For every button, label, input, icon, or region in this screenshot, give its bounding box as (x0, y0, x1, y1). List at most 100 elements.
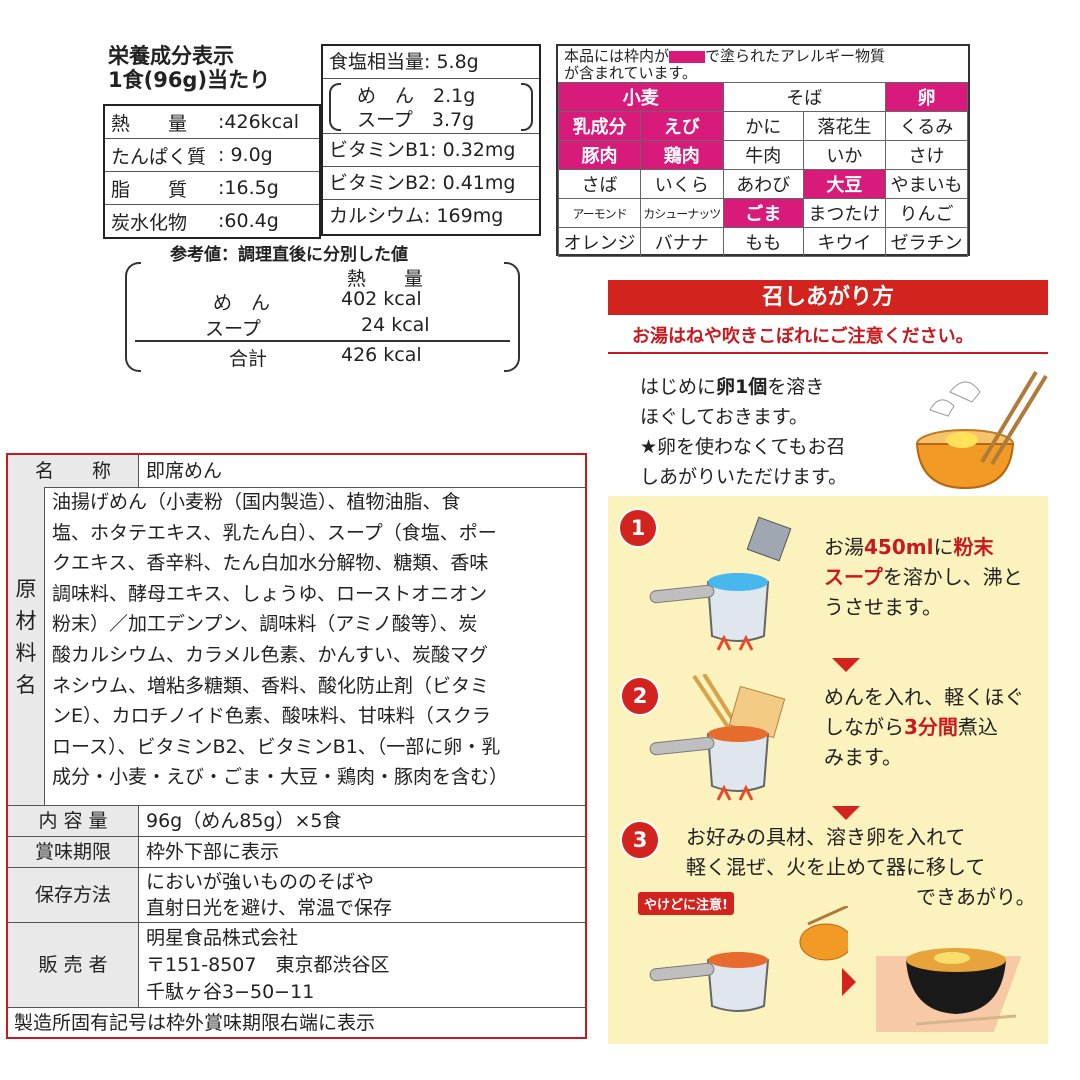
raw-label-char: 名 (15, 673, 37, 697)
allergen-row: 乳成分えびかに落花生くるみ (557, 111, 969, 141)
egg-bowl-illustration (915, 370, 1048, 490)
nutrition-value: :426kcal (218, 111, 300, 133)
step-2-badge: 2 (620, 676, 660, 716)
reference-box: 熱 量 め ん 402 kcal スープ 24 kcal 合計 426 kcal (125, 262, 520, 372)
ref-noodle-value: 402 kcal (341, 288, 422, 310)
raw-line: ンE）、カロチノイド色素、酸味料、甘味料（スクラ (52, 705, 491, 728)
pot-boiling-illustration (649, 516, 792, 651)
nutrition-title-line2: 1食(96g)当たり (108, 68, 271, 92)
egg-line1-c: を溶き (767, 376, 825, 398)
allergen-cell: えび (640, 111, 724, 141)
salt-breakdown: め ん 2.1g スープ 3.7g (323, 78, 539, 133)
storage-value: においが強いもののそばや 直射日光を避け、常温で保存 (146, 869, 392, 921)
pot-noodles-illustration (649, 674, 786, 801)
step-1-badge: 1 (618, 508, 658, 548)
allergen-row: アーモンドカシューナッツごままつたけりんご (557, 198, 969, 228)
allergen-intro-line2: が含まれています。 (564, 64, 698, 82)
raw-materials-label: 原 材 料 名 (8, 487, 45, 805)
allergen-cell: カシューナッツ (640, 198, 724, 228)
salt-row: 食塩相当量: 5.8g (329, 51, 479, 73)
raw-label-char: 原 (15, 577, 37, 601)
allergen-cell: やまいも (884, 169, 969, 199)
allergen-intro: 本品には枠内がで塗られたアレルギー物質 が含まれています。 (558, 46, 968, 86)
allergen-cell: アーモンド (557, 198, 642, 228)
raw-line: 塩、ホタテエキス、乳たん白）、スープ（食塩、ポー (52, 521, 497, 544)
allergen-cell: かに (722, 111, 804, 141)
seller-value: 明星食品株式会社 〒151-8507 東京都渋谷区 千駄ヶ谷3−50−11 (146, 925, 389, 1006)
allergen-cell: いか (802, 140, 886, 170)
step-1-l2b: を溶かし、沸と (882, 565, 1023, 589)
step-1-l1c: に (933, 535, 954, 559)
allergen-grid: 小麦そば卵乳成分えびかに落花生くるみ豚肉鶏肉牛肉いかさけさばいくらあわび大豆やま… (557, 82, 969, 257)
step-1-l1d: 粉末 (953, 535, 994, 559)
nutrition-row: 熱 量 :426kcal (104, 105, 320, 139)
nutrition-title-line1: 栄養成分表示 (108, 44, 234, 68)
raw-materials-text: 油揚げめん（小麦粉（国内製造）、植物油脂、食 塩、ホタテエキス、乳たん白）、スー… (52, 487, 582, 793)
allergen-cell: まつたけ (802, 198, 886, 228)
storage-line1: においが強いもののそばや (146, 871, 375, 893)
allergen-cell: 鶏肉 (640, 140, 724, 170)
nutrition-title: 栄養成分表示 1食(96g)当たり (108, 44, 270, 92)
manufacturer-code-note: 製造所固有記号は枠外賞味期限右端に表示 (14, 1012, 376, 1034)
step-1-l1b: 450ml (864, 535, 934, 559)
raw-label-char: 材 (15, 609, 37, 633)
raw-line: ロース）、ビタミンB2、ビタミンB1、（一部に卵・乳 (52, 735, 501, 758)
burn-warning-badge: やけどに注意! (638, 892, 734, 915)
allergen-row: 小麦そば卵 (558, 82, 969, 112)
step-1-l3: うさせます。 (824, 595, 942, 619)
step-3-badge: 3 (620, 820, 660, 860)
allergen-cell: 大豆 (802, 169, 886, 199)
nutrition-label: 炭水化物 (104, 204, 213, 238)
expiry-label: 賞味期限 (8, 837, 139, 867)
step-2-l2c: 煮込 (957, 715, 998, 739)
nutrition-row: 脂 質:16.5g (104, 171, 320, 205)
step-arrow (832, 658, 860, 672)
step-3-l3: できあがり。 (916, 885, 1036, 909)
step-2-l1: めんを入れ、軽くほぐ (824, 685, 1025, 709)
reference-title: 参考値：調理直後に分別した値 (170, 245, 408, 265)
allergen-cell: さば (557, 169, 642, 199)
allergen-cell: オレンジ (557, 227, 642, 257)
nutrition-value: :16.5g (212, 171, 320, 205)
raw-line: 油揚げめん（小麦粉（国内製造）、植物油脂、食 (52, 491, 461, 513)
name-label: 名 称 (8, 455, 139, 487)
allergen-cell: ゼラチン (884, 227, 969, 257)
nutrition-label: たんぱく質 (104, 138, 213, 172)
row-divider (8, 805, 585, 806)
allergen-cell: さけ (884, 140, 969, 170)
nutrition-table-sub: 食塩相当量: 5.8g め ん 2.1g スープ 3.7g ビタミンB1: 0.… (321, 44, 541, 236)
expiry-value: 枠外下部に表示 (146, 841, 280, 863)
allergen-row: さばいくらあわび大豆やまいも (557, 169, 969, 199)
content-label: 内 容 量 (8, 806, 139, 836)
allergen-cell: あわび (722, 169, 804, 199)
ref-total-label: 合計 (229, 348, 268, 370)
nutrition-row: たんぱく質: 9.0g (104, 138, 320, 172)
raw-line: 酸カルシウム、カラメル色素、かんすい、炭酸マグ (52, 643, 489, 666)
allergen-intro-before: 本品には枠内が (564, 47, 670, 65)
raw-line: 調味料、酵母エキス、しょうゆ、ローストオニオン (52, 582, 488, 605)
vitamin-b2-row: ビタミンB2: 0.41mg (323, 166, 539, 199)
ref-soup-value: 24 kcal (361, 314, 430, 336)
row-divider (8, 1007, 585, 1008)
allergen-cell: ごま (722, 198, 804, 228)
salt-noodle: め ん 2.1g (357, 85, 476, 107)
how-to-divider (608, 352, 1048, 354)
how-to-header: 召しあがり方 (608, 280, 1048, 315)
row-divider (8, 487, 585, 488)
nutrition-label: 熱 量 (111, 112, 188, 135)
allergen-cell: 卵 (884, 82, 969, 112)
seller-line1: 明星食品株式会社 (146, 927, 299, 949)
ingredients-panel: 名 称 即席めん 原 材 料 名 油揚げめん（小麦粉（国内製造）、植物油脂、食 … (6, 453, 587, 1039)
seller-label: 販 売 者 (8, 923, 139, 1007)
step-1-l2a: スープ (824, 565, 883, 589)
reference-header: 熱 量 (347, 268, 424, 290)
step-arrow (832, 806, 860, 820)
row-divider (8, 867, 585, 868)
reference-divider (135, 340, 510, 342)
row-divider (8, 922, 585, 923)
salt-soup: スープ 3.7g (357, 109, 475, 131)
nutrition-table-main: 熱 量:426kcal たんぱく質: 9.0g 脂 質:16.5g 炭水化物:6… (103, 104, 321, 239)
ref-soup-label: スープ (205, 318, 261, 340)
allergen-cell: バナナ (640, 227, 724, 257)
step-1-l1a: お湯 (824, 535, 864, 559)
